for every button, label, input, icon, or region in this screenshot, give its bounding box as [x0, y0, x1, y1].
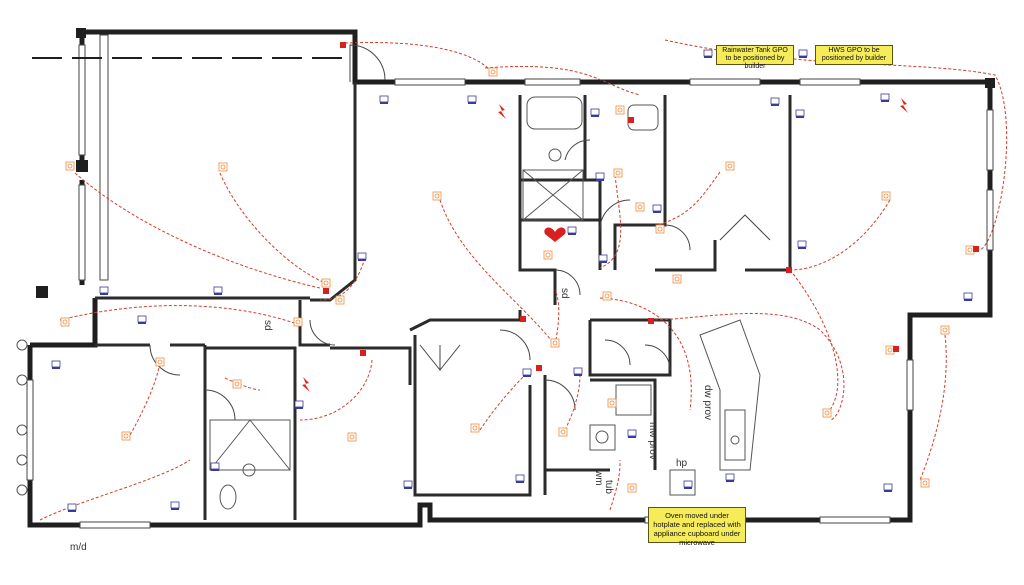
- fixtures: [209, 96, 761, 510]
- switch-icon: [357, 252, 367, 262]
- gpo-icon: [432, 191, 442, 201]
- switch-icon: [210, 462, 220, 472]
- fixture-labels: mw prov dw prov sd sd wm tub hp m/d: [70, 288, 713, 553]
- gpo-icon: [672, 274, 682, 284]
- gpo-icon: [602, 291, 612, 301]
- gpo-icon: [60, 317, 70, 327]
- switch-icon: [598, 254, 608, 264]
- dw-prov-label: dw prov: [702, 385, 713, 420]
- gpo-icon: [822, 408, 832, 418]
- heart-icon: [544, 227, 566, 242]
- switch-icon: [883, 483, 893, 493]
- wiring-runs: [39, 39, 1008, 521]
- posts: [36, 28, 995, 298]
- gpo-icon: [885, 345, 895, 355]
- switch-icon: [627, 429, 637, 439]
- switch-icon: [294, 400, 304, 410]
- oven-note: Oven moved under hotplate and replaced w…: [648, 507, 746, 547]
- switch-icon: [703, 49, 713, 59]
- gpo-icon: [335, 295, 345, 305]
- switch-icon: [467, 95, 477, 105]
- gpo-icon: [881, 191, 891, 201]
- gpo-icon: [965, 245, 975, 255]
- bathtub: [526, 96, 583, 130]
- gpo-icon: [635, 202, 645, 212]
- switch-icon: [170, 501, 180, 511]
- gpo-icon: [725, 161, 735, 171]
- rainwater-tank-note: Rainwater Tank GPO to be positioned by b…: [716, 45, 794, 70]
- gpo-icon: [558, 427, 568, 437]
- sd-hall-label: sd: [262, 320, 273, 331]
- gpo-icon: [347, 432, 357, 442]
- mw-prov-label: mw prov: [647, 422, 658, 460]
- inner-walls: [95, 82, 792, 520]
- switch-icon: [515, 474, 525, 484]
- gpo-icon: [655, 224, 665, 234]
- switch-icon: [51, 360, 61, 370]
- switch-icon: [573, 367, 583, 377]
- gpo-icon: [470, 423, 480, 433]
- switch-icon: [797, 240, 807, 250]
- gpo-icon: [920, 478, 930, 488]
- switch-icon: [795, 109, 805, 119]
- switch-icon: [522, 368, 532, 378]
- gpo-icon: [218, 162, 228, 172]
- gpo-icon: [543, 250, 553, 260]
- switch-icon: [798, 49, 808, 59]
- switch-icon: [963, 292, 973, 302]
- gpo-icon: [293, 317, 303, 327]
- power-bolt-icon: [900, 98, 908, 113]
- switch-icon: [590, 108, 600, 118]
- wm-label: wm: [593, 469, 604, 486]
- switch-icon: [379, 95, 389, 105]
- switch-icon: [595, 172, 605, 182]
- gpo-icon: [232, 379, 242, 389]
- door-swings: [149, 44, 771, 421]
- gpo-icon: [121, 431, 131, 441]
- switch-icon: [567, 226, 577, 236]
- sd-bath-label: sd: [559, 288, 570, 299]
- switch-icon: [880, 93, 890, 103]
- switch-icon: [725, 473, 735, 483]
- switch-icon: [652, 204, 662, 214]
- hp-label: hp: [676, 458, 688, 469]
- m-d-label: m/d: [70, 542, 87, 553]
- basin: [548, 148, 562, 162]
- switch-icon: [683, 480, 693, 490]
- gpo-icon: [607, 398, 617, 408]
- switch-icon: [99, 286, 109, 296]
- gpo-icon: [65, 161, 75, 171]
- gpo-icon: [615, 105, 625, 115]
- gpo-icon: [613, 168, 623, 178]
- light-switches: [51, 49, 973, 513]
- switch-icon: [403, 480, 413, 490]
- hws-note: HWS GPO to be positioned by builder: [815, 45, 893, 65]
- switch-icon: [67, 503, 77, 513]
- gpo-icon: [155, 357, 165, 367]
- tub-label: tub: [603, 480, 614, 494]
- power-bolt-icon: [302, 377, 310, 392]
- switch-icon: [137, 315, 147, 325]
- gpo-icon: [627, 483, 637, 493]
- power-bolt-icon: [498, 104, 506, 119]
- circuit-markers: [323, 42, 979, 371]
- switch-icon: [770, 97, 780, 107]
- gpo-icon: [321, 278, 331, 288]
- gpo-icon: [488, 67, 498, 77]
- bay-windows: [16, 339, 28, 496]
- gpo-icon: [940, 325, 950, 335]
- switch-icon: [213, 286, 223, 296]
- gpo-icon: [550, 338, 560, 348]
- windows: [26, 34, 994, 529]
- gpo-outlets: [60, 67, 975, 493]
- walls: [27, 29, 993, 528]
